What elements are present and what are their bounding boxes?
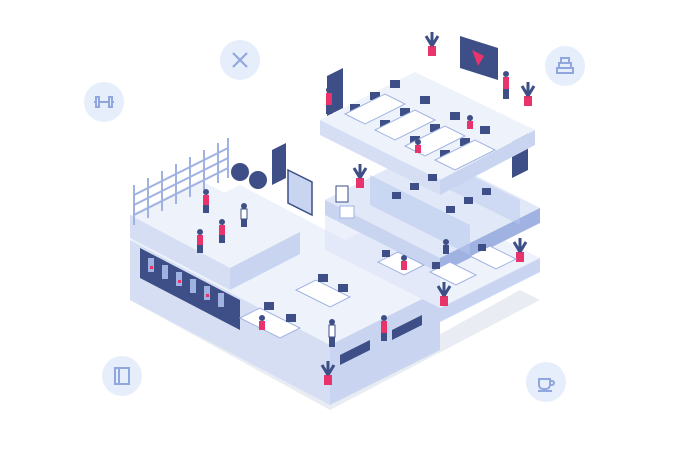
locker-bank: [140, 248, 240, 330]
lower-person: [401, 255, 407, 270]
plant: [436, 282, 452, 306]
gym-door: [272, 143, 286, 185]
ground-shadow: [130, 290, 540, 410]
design-tools-icon: [220, 40, 260, 80]
office-middle-front: [440, 208, 540, 273]
office-middle-floor: [325, 150, 540, 258]
gym-person: [203, 189, 209, 213]
office-upper-side: [320, 120, 440, 195]
turnstiles: [340, 315, 422, 365]
upper-person: [415, 139, 421, 153]
upper-desk-rows: [343, 80, 497, 171]
gym-floor: [130, 180, 300, 268]
upper-person: [467, 115, 473, 129]
ground-desks: [238, 274, 352, 339]
books-stack-icon: [545, 46, 585, 86]
lower-person: [443, 239, 449, 254]
wall-bars: [133, 138, 229, 225]
plant: [320, 361, 336, 385]
ground-person: [259, 315, 265, 330]
book-icon: [102, 356, 142, 396]
dumbbell-icon: [84, 82, 124, 122]
plant: [352, 164, 368, 188]
exercise-ball: [231, 163, 249, 181]
plant: [520, 82, 536, 106]
screen-chart: [472, 50, 484, 66]
ground-person: [381, 315, 387, 341]
gym-person: [197, 229, 203, 253]
exercise-ball: [249, 171, 267, 189]
storage-box: [339, 205, 355, 219]
middle-desk-rows: [392, 174, 491, 213]
gym-shelf: [287, 168, 313, 217]
upper-person: [503, 71, 509, 99]
office-lower-floor-edge: [440, 258, 540, 322]
gym-floor-side: [130, 215, 230, 290]
water-cooler: [335, 185, 349, 203]
ground-person: [328, 319, 336, 347]
gym-person: [219, 219, 225, 243]
upper-person: [326, 87, 332, 114]
coffee-cup-icon: [526, 362, 566, 402]
plant: [424, 32, 440, 56]
gym-person: [240, 203, 248, 227]
plant: [512, 238, 528, 262]
gym-floor-front: [230, 232, 300, 290]
ground-floor-right-side: [330, 290, 440, 405]
office-upper-front: [440, 130, 535, 195]
